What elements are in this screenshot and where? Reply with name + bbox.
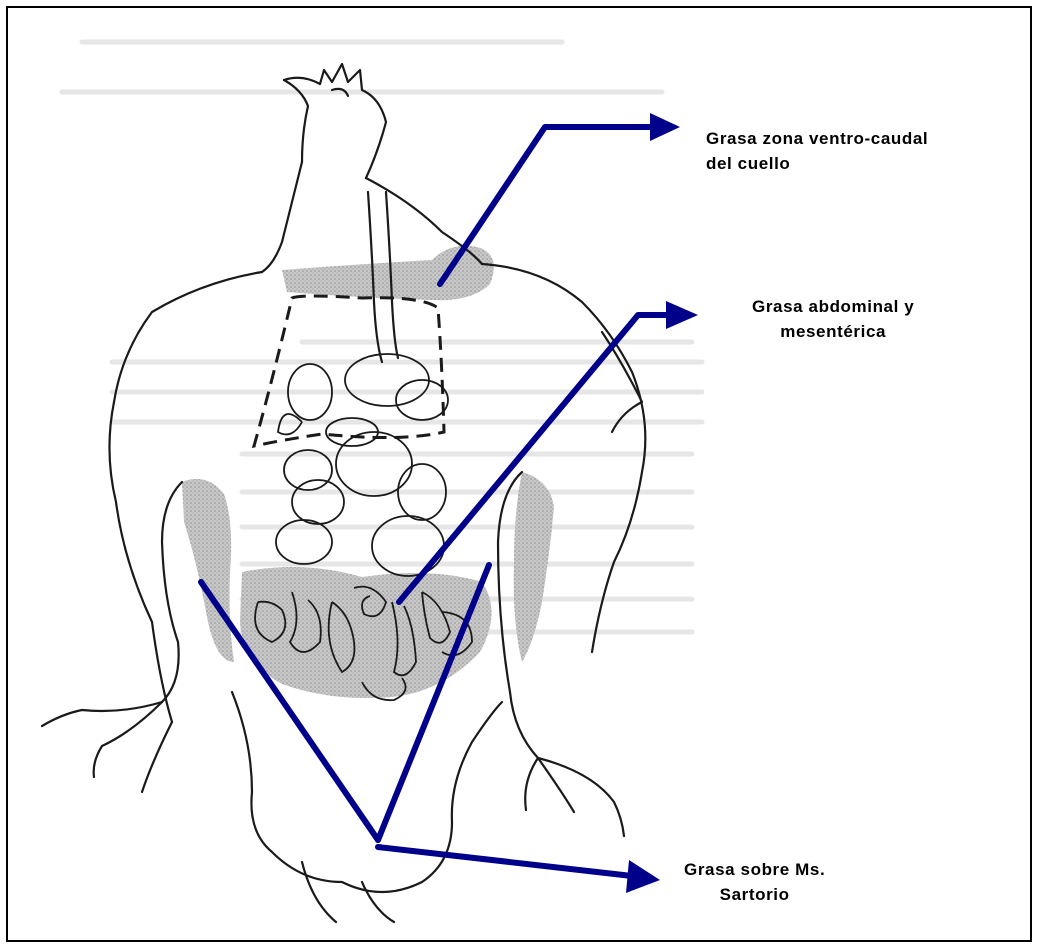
abdominal-fat-arrowhead: [666, 301, 698, 329]
sartorius-fat-label: Grasa sobre Ms. Sartorio: [684, 857, 825, 907]
neck-fat-label: Grasa zona ventro-caudal del cuello: [706, 126, 928, 176]
pointer-arrows: [201, 127, 672, 876]
figure-frame: Grasa zona ventro-caudal del cuello Gras…: [6, 6, 1032, 942]
abdominal-fat-label-line1: Grasa abdominal y: [752, 294, 914, 319]
neck-fat-arrowhead: [650, 113, 680, 141]
abdominal-fat-label-line2: mesentérica: [752, 319, 914, 344]
sartorius-fat-label-line2: Sartorio: [684, 882, 825, 907]
sartorius-arrow-line: [378, 847, 632, 876]
sartorius-fat-label-line1: Grasa sobre Ms.: [684, 857, 825, 882]
abdominal-fat-label: Grasa abdominal y mesentérica: [752, 294, 914, 344]
arrowheads: [626, 113, 698, 893]
neck-fat-label-line2: del cuello: [706, 151, 928, 176]
neck-fat-label-line1: Grasa zona ventro-caudal: [706, 126, 928, 151]
sartorius-arrowhead: [626, 860, 660, 893]
left-thigh-fat-region: [182, 479, 234, 662]
